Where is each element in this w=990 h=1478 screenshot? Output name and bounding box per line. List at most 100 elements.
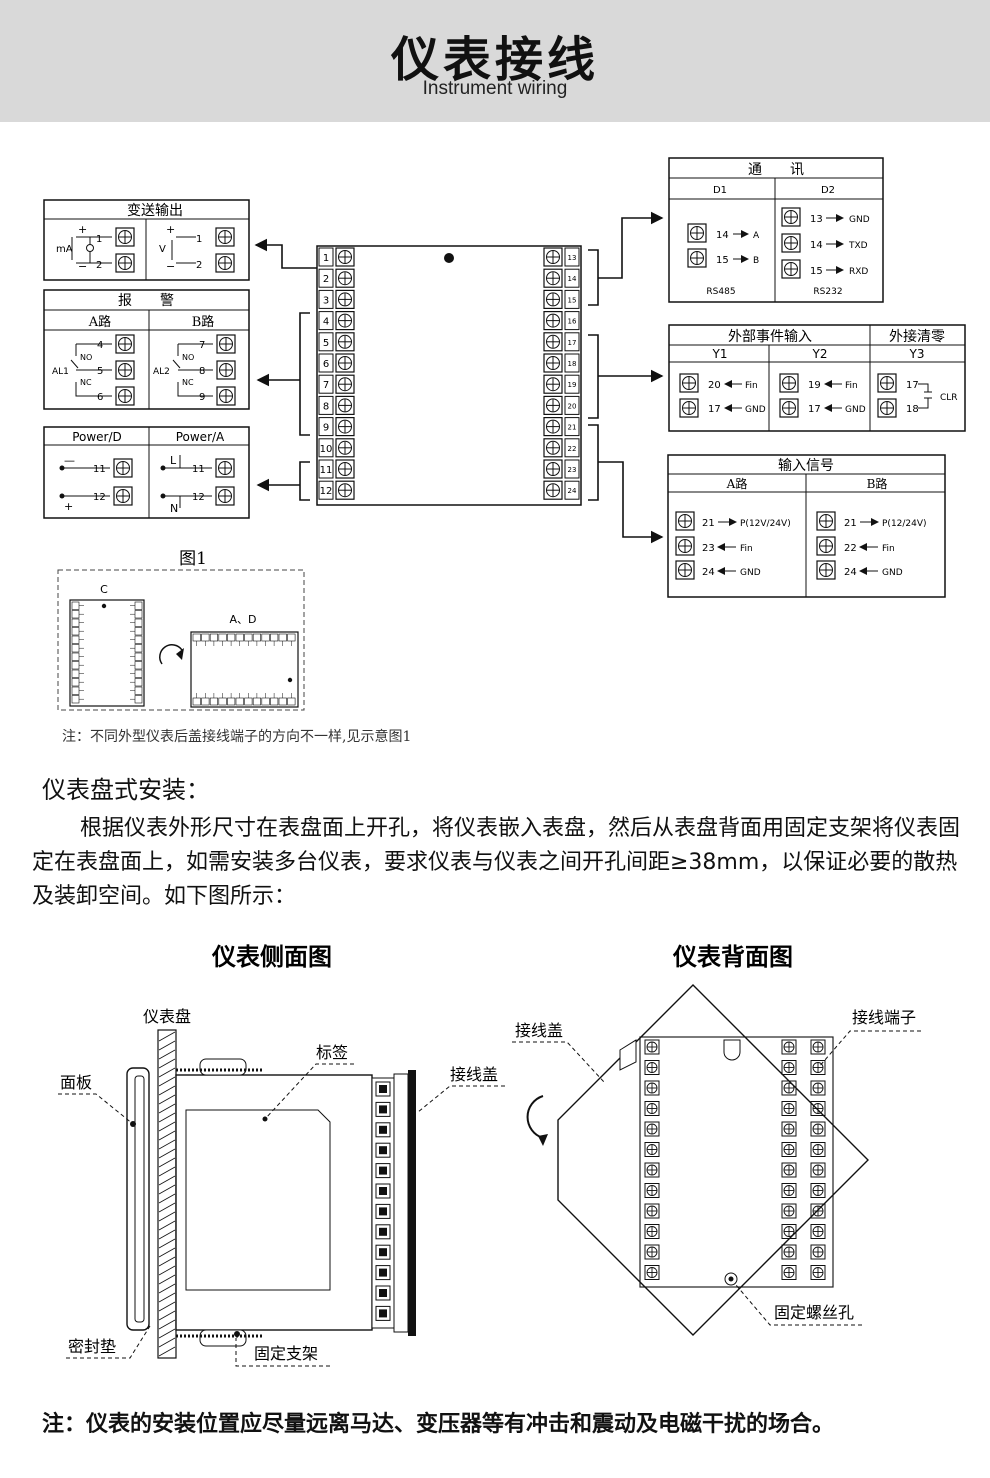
svg-text:22: 22 [568, 445, 577, 453]
svg-text:12: 12 [192, 492, 205, 503]
svg-text:24: 24 [568, 487, 577, 495]
svg-text:A、D: A、D [230, 613, 257, 626]
svg-text:11: 11 [93, 464, 106, 475]
svg-text:仪表侧面图: 仪表侧面图 [211, 942, 332, 971]
svg-text:接线盖: 接线盖 [515, 1021, 563, 1040]
svg-text:NC: NC [80, 378, 92, 387]
transmit-v-label: V [159, 244, 166, 255]
svg-text:17: 17 [906, 380, 919, 391]
page-subtitle: Instrument wiring [422, 78, 568, 99]
svg-text:15: 15 [568, 296, 577, 304]
svg-text:2: 2 [96, 260, 102, 271]
svg-text:C: C [100, 583, 108, 596]
svg-text:输入信号: 输入信号 [778, 458, 834, 474]
svg-text:D2: D2 [821, 185, 835, 196]
block-terminal-15: 15 [543, 289, 580, 309]
header-banner: 仪表接线 Instrument wiring [0, 0, 990, 122]
svg-text:—: — [64, 454, 75, 467]
svg-text:RXD: RXD [849, 267, 868, 277]
block-terminal-7: 7 [318, 374, 355, 394]
block-terminal-12: 12 [318, 480, 355, 500]
svg-text:12: 12 [320, 486, 333, 497]
svg-text:3: 3 [323, 295, 329, 306]
svg-text:6: 6 [323, 359, 329, 370]
svg-text:7: 7 [323, 380, 329, 391]
svg-text:18: 18 [906, 404, 919, 415]
block-terminal-2: 2 [318, 268, 355, 288]
svg-text:N: N [170, 502, 178, 515]
svg-text:Power/A: Power/A [176, 430, 225, 444]
figure-1: 图1 C A、D [57, 549, 305, 711]
svg-text:17: 17 [568, 339, 577, 347]
svg-text:5: 5 [97, 366, 103, 377]
svg-text:11: 11 [192, 464, 205, 475]
svg-text:2: 2 [196, 260, 202, 271]
svg-text:外部事件输入: 外部事件输入 [728, 329, 812, 345]
block-terminal-10: 10 [318, 438, 355, 458]
svg-text:Fin: Fin [845, 381, 858, 391]
svg-text:19: 19 [568, 381, 577, 389]
svg-text:14: 14 [568, 275, 577, 283]
svg-text:固定支架: 固定支架 [254, 1344, 318, 1363]
block-terminal-6: 6 [318, 353, 355, 373]
svg-text:10: 10 [320, 444, 333, 455]
svg-text:8: 8 [323, 401, 329, 412]
svg-text:22: 22 [844, 543, 857, 554]
svg-text:RS232: RS232 [813, 287, 842, 297]
svg-text:19: 19 [808, 380, 821, 391]
svg-text:CLR: CLR [940, 393, 958, 403]
svg-text:23: 23 [702, 543, 715, 554]
block-terminal-5: 5 [318, 332, 355, 352]
svg-text:7: 7 [199, 340, 205, 351]
svg-text:AL2: AL2 [153, 367, 170, 377]
svg-text:11: 11 [320, 465, 333, 476]
svg-text:+: + [166, 223, 175, 236]
svg-text:GND: GND [845, 405, 866, 415]
svg-text:L: L [170, 454, 177, 467]
transmit-title: 变送输出 [127, 203, 183, 219]
svg-text:P(12V/24V): P(12V/24V) [740, 519, 791, 529]
block-terminal-4: 4 [318, 311, 355, 331]
svg-text:9: 9 [199, 392, 205, 403]
svg-text:1: 1 [96, 234, 102, 245]
svg-text:Power/D: Power/D [72, 430, 122, 444]
svg-text:Fin: Fin [745, 381, 758, 391]
svg-text:Y2: Y2 [812, 347, 828, 361]
block-terminal-3: 3 [318, 289, 355, 309]
bottom-note: 注：仪表的安装位置应尽量远离马达、变压器等有冲击和震动及电磁干扰的场合。 [42, 1412, 835, 1437]
svg-text:Fin: Fin [882, 544, 895, 554]
svg-text:9: 9 [323, 423, 329, 434]
svg-text:NO: NO [80, 353, 92, 362]
svg-text:A: A [753, 231, 760, 241]
svg-text:14: 14 [716, 230, 729, 241]
svg-text:1: 1 [323, 253, 329, 264]
svg-text:12: 12 [93, 492, 106, 503]
svg-text:21: 21 [844, 518, 857, 529]
block-terminal-14: 14 [543, 268, 580, 288]
svg-text:6: 6 [97, 392, 103, 403]
svg-text:13: 13 [568, 254, 577, 262]
svg-text:Fin: Fin [740, 544, 753, 554]
svg-text:A路: A路 [88, 314, 111, 330]
svg-text:17: 17 [808, 404, 821, 415]
back-view: 仪表背面图 接线盖 接线端子 固定螺丝孔 [512, 942, 921, 1336]
svg-text:RS485: RS485 [706, 287, 735, 297]
svg-text:15: 15 [716, 255, 729, 266]
svg-text:D1: D1 [713, 185, 727, 196]
svg-text:16: 16 [568, 318, 577, 326]
svg-text:20: 20 [708, 380, 721, 391]
svg-text:24: 24 [702, 567, 715, 578]
svg-text:接线盖: 接线盖 [450, 1065, 498, 1084]
svg-text:4: 4 [323, 317, 329, 328]
communication-box: 通 讯 D1 D2 14 15 A B 13 14 15 GND TXD RXD… [668, 157, 884, 303]
block-terminal-8: 8 [318, 395, 355, 415]
svg-text:Y1: Y1 [712, 347, 728, 361]
svg-text:−: − [166, 260, 175, 273]
svg-text:NO: NO [182, 353, 194, 362]
svg-text:标签: 标签 [316, 1043, 348, 1062]
svg-text:GND: GND [882, 568, 903, 578]
svg-text:8: 8 [199, 366, 205, 377]
block-terminal-16: 16 [543, 311, 580, 331]
alarm-title: 报 警 [118, 293, 174, 309]
svg-text:14: 14 [810, 240, 823, 251]
